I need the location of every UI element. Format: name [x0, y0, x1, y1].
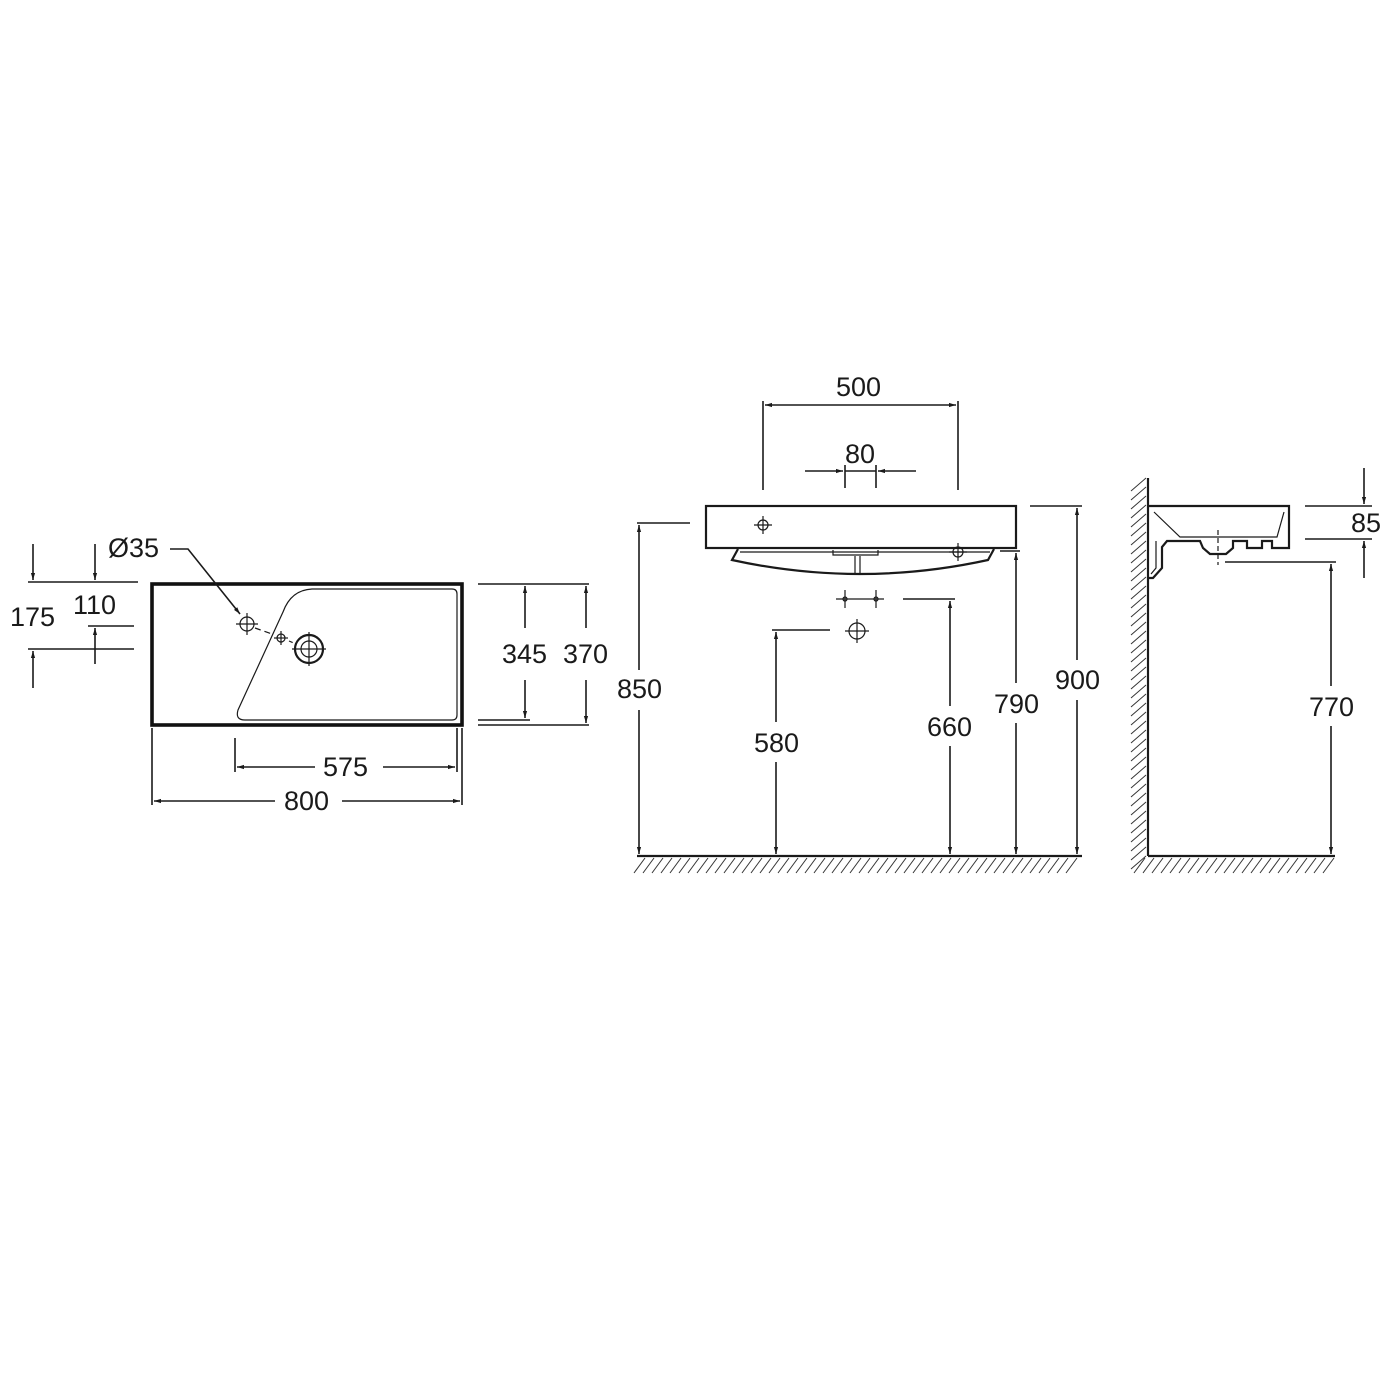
- depth-345-label: 345: [502, 639, 547, 669]
- width-575-label: 575: [323, 752, 368, 782]
- width-800-label: 800: [284, 786, 329, 816]
- height-770-label: 770: [1309, 692, 1354, 722]
- basin-bowl-side: [1153, 511, 1285, 538]
- thickness-85-label: 85: [1351, 508, 1381, 538]
- plan-view: Ø35 175 110 345 370 575: [10, 533, 608, 816]
- waste-connection-icon: [845, 619, 869, 643]
- depth-370-label: 370: [563, 639, 608, 669]
- floor-hatch: [1133, 857, 1335, 874]
- basin-profile-side: [1149, 504, 1291, 580]
- tap-hole-icon: [236, 613, 258, 635]
- floor-hatch: [633, 857, 1078, 874]
- height-580-label: 580: [754, 728, 799, 758]
- height-850-label: 850: [617, 674, 662, 704]
- basin-underside-front: [730, 548, 995, 576]
- height-660-label: 660: [927, 712, 972, 742]
- drain-icon: [292, 632, 326, 666]
- fixing-hole-icon: [754, 516, 772, 534]
- basin-outline-plan: [150, 582, 464, 727]
- offset-110-label: 110: [73, 590, 116, 620]
- basin-outline-front: [704, 504, 1018, 550]
- side-view: 85 770: [1130, 468, 1381, 874]
- height-790-label: 790: [994, 689, 1039, 719]
- fixing-hole-icon: [949, 543, 967, 561]
- front-view: 500 80 850 5: [617, 372, 1100, 874]
- wall-hatch: [1130, 477, 1147, 870]
- offset-175-label: 175: [10, 602, 55, 632]
- hole-diameter-label: Ø35: [108, 533, 159, 563]
- supply-connection-icon: [836, 590, 884, 608]
- width-500-label: 500: [836, 372, 881, 402]
- overflow-hole-icon: [274, 631, 288, 645]
- height-900-label: 900: [1055, 665, 1100, 695]
- spacing-80-label: 80: [845, 439, 875, 469]
- basin-bowl-plan: [236, 588, 458, 721]
